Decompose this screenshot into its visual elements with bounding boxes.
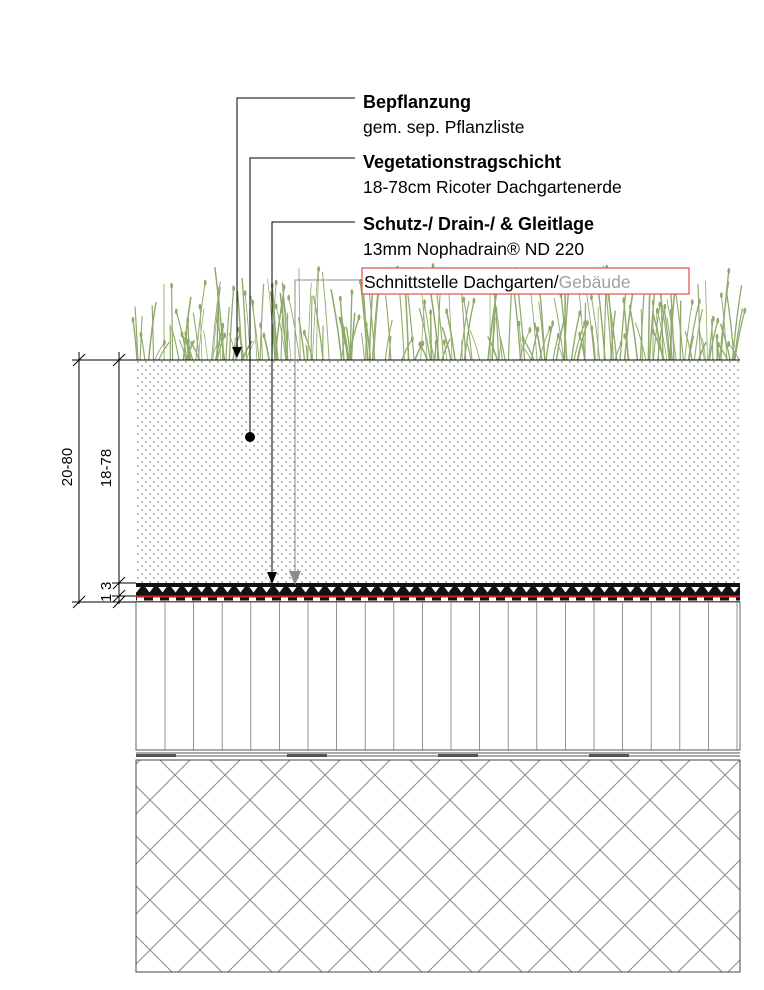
dimension-substrate: 18-78 — [98, 449, 115, 487]
insulation-layer — [135, 601, 741, 751]
concrete-slab — [135, 759, 741, 973]
substrate-layer — [136, 360, 740, 583]
leader-vegetationstragschicht — [245, 157, 355, 442]
leader-interface — [289, 279, 362, 585]
dimension-total: 20-80 — [59, 448, 76, 486]
label-drain-subtitle: 13mm Nophadrain® ND 220 — [363, 239, 584, 259]
interface-label-box — [361, 267, 690, 295]
label-drain-title: Schutz-/ Drain-/ & Gleitlage — [363, 214, 594, 234]
label-vegetation-subtitle: 18-78cm Ricoter Dachgartenerde — [363, 177, 622, 197]
label-bepflanzung-title: Bepflanzung — [363, 92, 471, 112]
interface-label: Schnittstelle Dachgarten/Gebäude — [364, 272, 631, 292]
insulation-stripes — [164, 602, 738, 750]
dimension-layer-a: 1 — [98, 594, 115, 602]
membrane-dash-layer — [136, 597, 740, 601]
drain-layer-pattern — [136, 587, 740, 596]
dimension-layer-b: 3 — [98, 582, 115, 590]
leader-drainlage — [267, 221, 355, 584]
dimension-lines — [72, 352, 136, 609]
barrier-overlaps — [136, 754, 629, 757]
leader-bepflanzung — [232, 97, 355, 358]
drain-layer-frame — [136, 583, 740, 587]
label-vegetation-title: Vegetationstragschicht — [363, 152, 561, 172]
label-bepflanzung-subtitle: gem. sep. Pflanzliste — [363, 117, 524, 137]
